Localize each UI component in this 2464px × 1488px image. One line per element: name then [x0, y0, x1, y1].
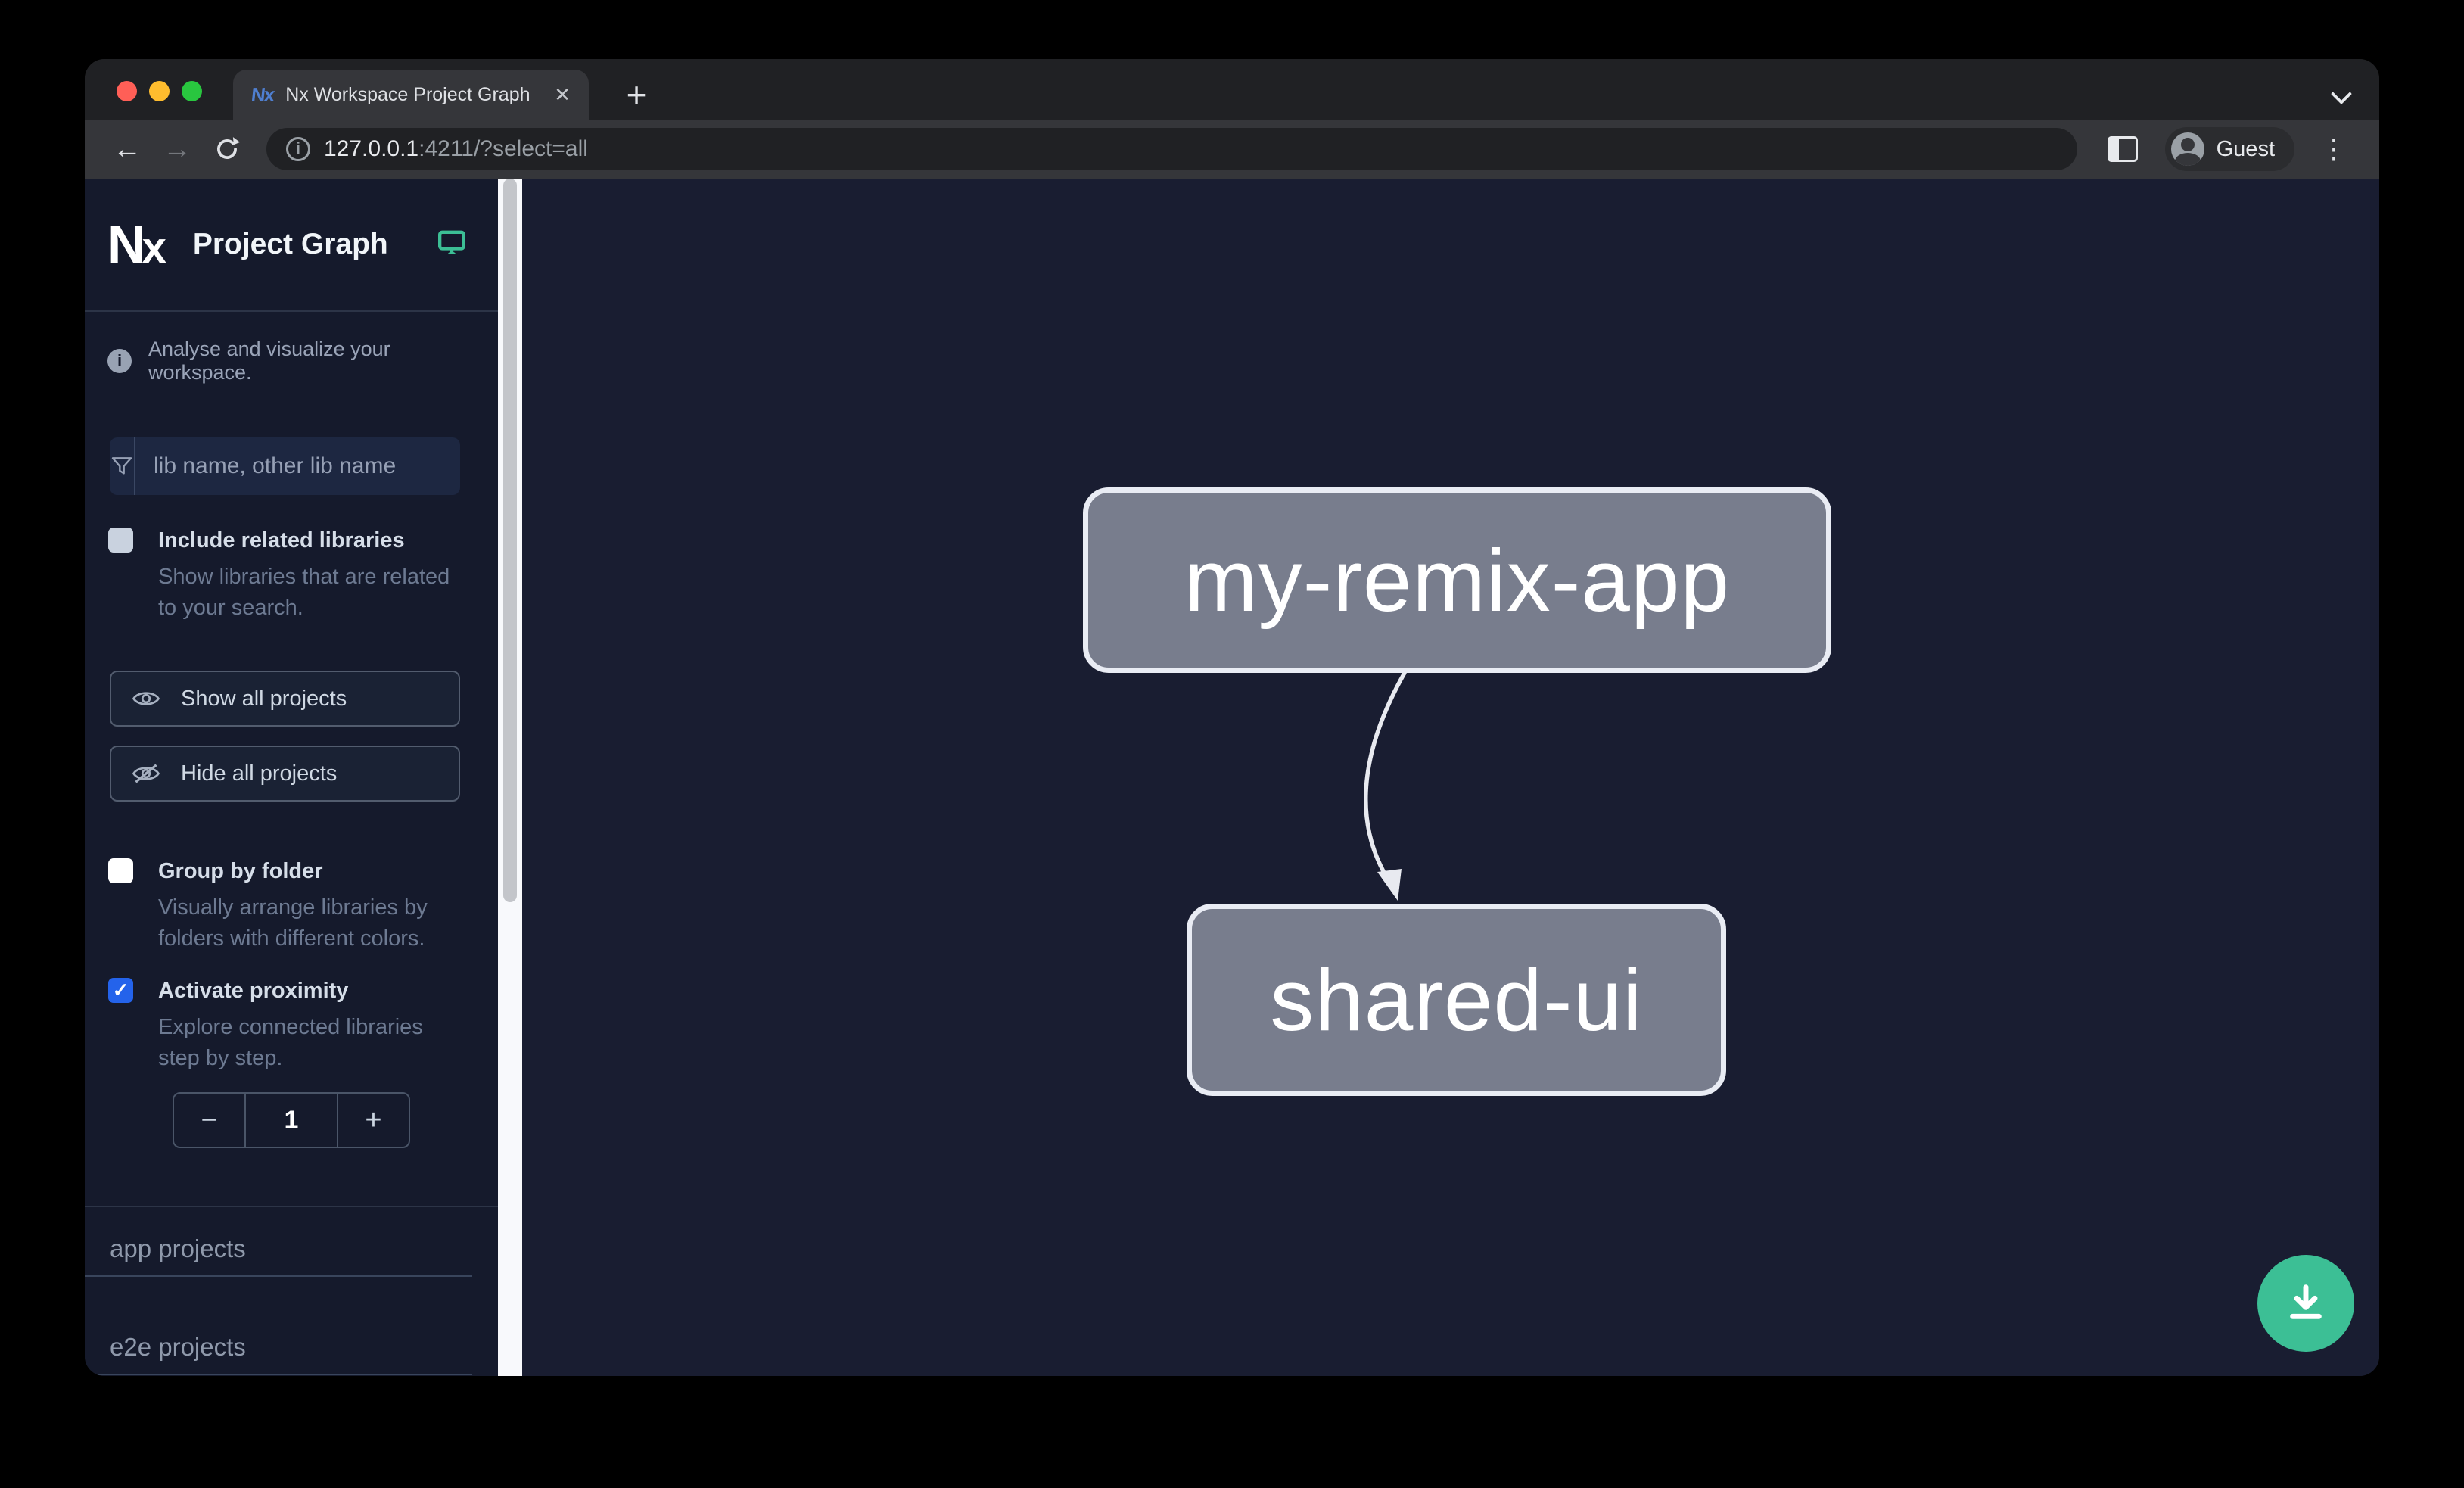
- page-title: Project Graph: [192, 228, 388, 260]
- profile-label: Guest: [2216, 136, 2275, 161]
- browser-toolbar: ← → i 127.0.0.1:4211/?select=all Guest ⋮: [85, 120, 2379, 179]
- include-related-row: Include related libraries Show libraries…: [85, 525, 498, 624]
- download-graph-button[interactable]: [2257, 1255, 2354, 1352]
- show-all-projects-button[interactable]: Show all projects: [110, 671, 460, 727]
- funnel-icon: [110, 437, 135, 495]
- eye-icon: [132, 692, 160, 705]
- browser-window: Nx Nx Workspace Project Graph ✕ + ← → i …: [85, 59, 2379, 1376]
- hide-all-projects-button[interactable]: Hide all projects: [110, 746, 460, 802]
- url-text: 127.0.0.1:4211/?select=all: [324, 136, 588, 162]
- activate-proximity-description: Explore connected libraries step by step…: [158, 1015, 423, 1070]
- include-related-label: Include related libraries: [158, 528, 405, 553]
- proximity-decrement-button[interactable]: −: [174, 1094, 246, 1147]
- proximity-increment-button[interactable]: +: [337, 1094, 409, 1147]
- url-host: 127.0.0.1: [324, 136, 419, 161]
- activate-proximity-checkbox[interactable]: ✓: [108, 978, 133, 1003]
- check-icon: ✓: [112, 979, 129, 1001]
- maximize-window-button[interactable]: [182, 81, 202, 101]
- side-panel-icon[interactable]: [2107, 136, 2138, 162]
- download-icon: [2290, 1284, 2322, 1319]
- node-label: shared-ui: [1270, 951, 1643, 1049]
- node-label: my-remix-app: [1184, 531, 1730, 630]
- include-related-checkbox[interactable]: [108, 528, 133, 553]
- include-related-description: Show libraries that are related to your …: [158, 565, 450, 620]
- nx-favicon-icon: Nx: [250, 82, 275, 106]
- new-tab-button[interactable]: +: [626, 75, 647, 114]
- tab-search-chevron-icon[interactable]: [2332, 85, 2352, 104]
- browser-menu-button[interactable]: ⋮: [2320, 133, 2347, 164]
- profile-button[interactable]: Guest: [2164, 127, 2294, 171]
- tagline-text: Analyse and visualize your workspace.: [148, 338, 390, 384]
- dependency-edge: [1364, 671, 1407, 901]
- sidebar-scrollbar[interactable]: [498, 179, 522, 1376]
- traffic-lights: [117, 81, 202, 101]
- group-by-folder-label: Group by folder: [158, 859, 323, 883]
- tab-strip: Nx Nx Workspace Project Graph ✕ +: [85, 59, 2379, 120]
- tagline-row: i Analyse and visualize your workspace.: [85, 312, 498, 384]
- activate-proximity-label: Activate proximity: [158, 979, 349, 1003]
- avatar-icon: [2170, 132, 2204, 166]
- close-window-button[interactable]: [117, 81, 137, 101]
- group-by-folder-row: Group by folder Visually arrange librari…: [85, 856, 498, 954]
- filter-box: [110, 437, 460, 495]
- proximity-stepper: − 1 +: [173, 1092, 410, 1148]
- reload-button[interactable]: [206, 128, 248, 170]
- sidebar-divider: [85, 1206, 498, 1207]
- back-button[interactable]: ←: [113, 132, 142, 165]
- graph-node-shared-ui[interactable]: shared-ui: [1187, 904, 1726, 1096]
- graph-node-my-remix-app[interactable]: my-remix-app: [1083, 487, 1831, 673]
- monitor-icon[interactable]: [436, 228, 468, 262]
- forward-button[interactable]: →: [163, 132, 191, 165]
- tab-title: Nx Workspace Project Graph: [285, 83, 530, 105]
- proximity-value: 1: [284, 1105, 299, 1135]
- close-tab-icon[interactable]: ✕: [554, 83, 571, 106]
- group-by-folder-checkbox[interactable]: [108, 858, 133, 883]
- url-bar[interactable]: i 127.0.0.1:4211/?select=all: [266, 128, 2077, 170]
- minimize-window-button[interactable]: [149, 81, 170, 101]
- url-path: :4211/?select=all: [418, 136, 588, 161]
- browser-tab[interactable]: Nx Nx Workspace Project Graph ✕: [233, 70, 589, 120]
- eye-off-icon: [132, 764, 160, 783]
- info-icon: i: [107, 349, 132, 373]
- scrollbar-thumb[interactable]: [503, 179, 517, 902]
- graph-canvas[interactable]: my-remix-app shared-ui: [522, 179, 2379, 1376]
- activate-proximity-row: ✓ Activate proximity Explore connected l…: [85, 976, 498, 1074]
- filter-input[interactable]: [135, 437, 460, 495]
- site-info-icon[interactable]: i: [286, 137, 310, 161]
- reload-icon: [217, 137, 241, 159]
- section-app-projects[interactable]: app projects: [85, 1234, 472, 1277]
- hide-all-projects-label: Hide all projects: [181, 761, 338, 786]
- show-all-projects-label: Show all projects: [181, 686, 347, 711]
- section-e2e-projects[interactable]: e2e projects: [85, 1333, 472, 1375]
- group-by-folder-description: Visually arrange libraries by folders wi…: [158, 895, 428, 951]
